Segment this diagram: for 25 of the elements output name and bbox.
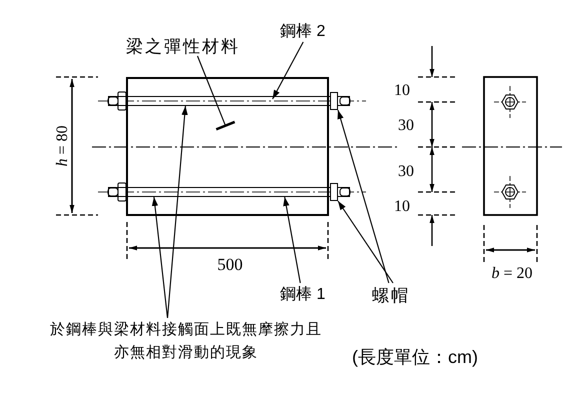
dimension-label: 30: [398, 116, 415, 136]
dimension-label: 500: [216, 254, 244, 276]
callout-label: 螺帽: [372, 283, 414, 305]
dimension-label: 30: [398, 162, 415, 182]
leader-line: [272, 42, 304, 100]
leader-line: [338, 200, 394, 284]
nut: [330, 92, 338, 110]
leader-line: [337, 110, 390, 284]
leader-line: [166, 106, 188, 318]
leader-line: [196, 56, 236, 131]
beam-body: [126, 77, 329, 216]
nut: [330, 183, 338, 201]
dimension-label: h = 80: [53, 124, 71, 169]
leader-line: [283, 196, 301, 284]
callout-label: 鋼棒 2: [280, 20, 338, 42]
dimension-label: b = 20: [490, 264, 534, 284]
callout-label: 鋼棒 1: [280, 283, 338, 305]
callout-label: 梁之彈性材料: [126, 34, 256, 56]
unit-note: (長度單位：cm): [352, 346, 479, 369]
leader-line: [152, 196, 168, 318]
dimension-label: 10: [394, 81, 411, 101]
dimension-label: 10: [394, 197, 411, 217]
steel-rod: [108, 96, 350, 106]
note-text: 於鋼棒與梁材料接觸面上既無摩擦力且亦無相對滑動的現象: [48, 318, 324, 364]
steel-rod: [108, 187, 350, 197]
